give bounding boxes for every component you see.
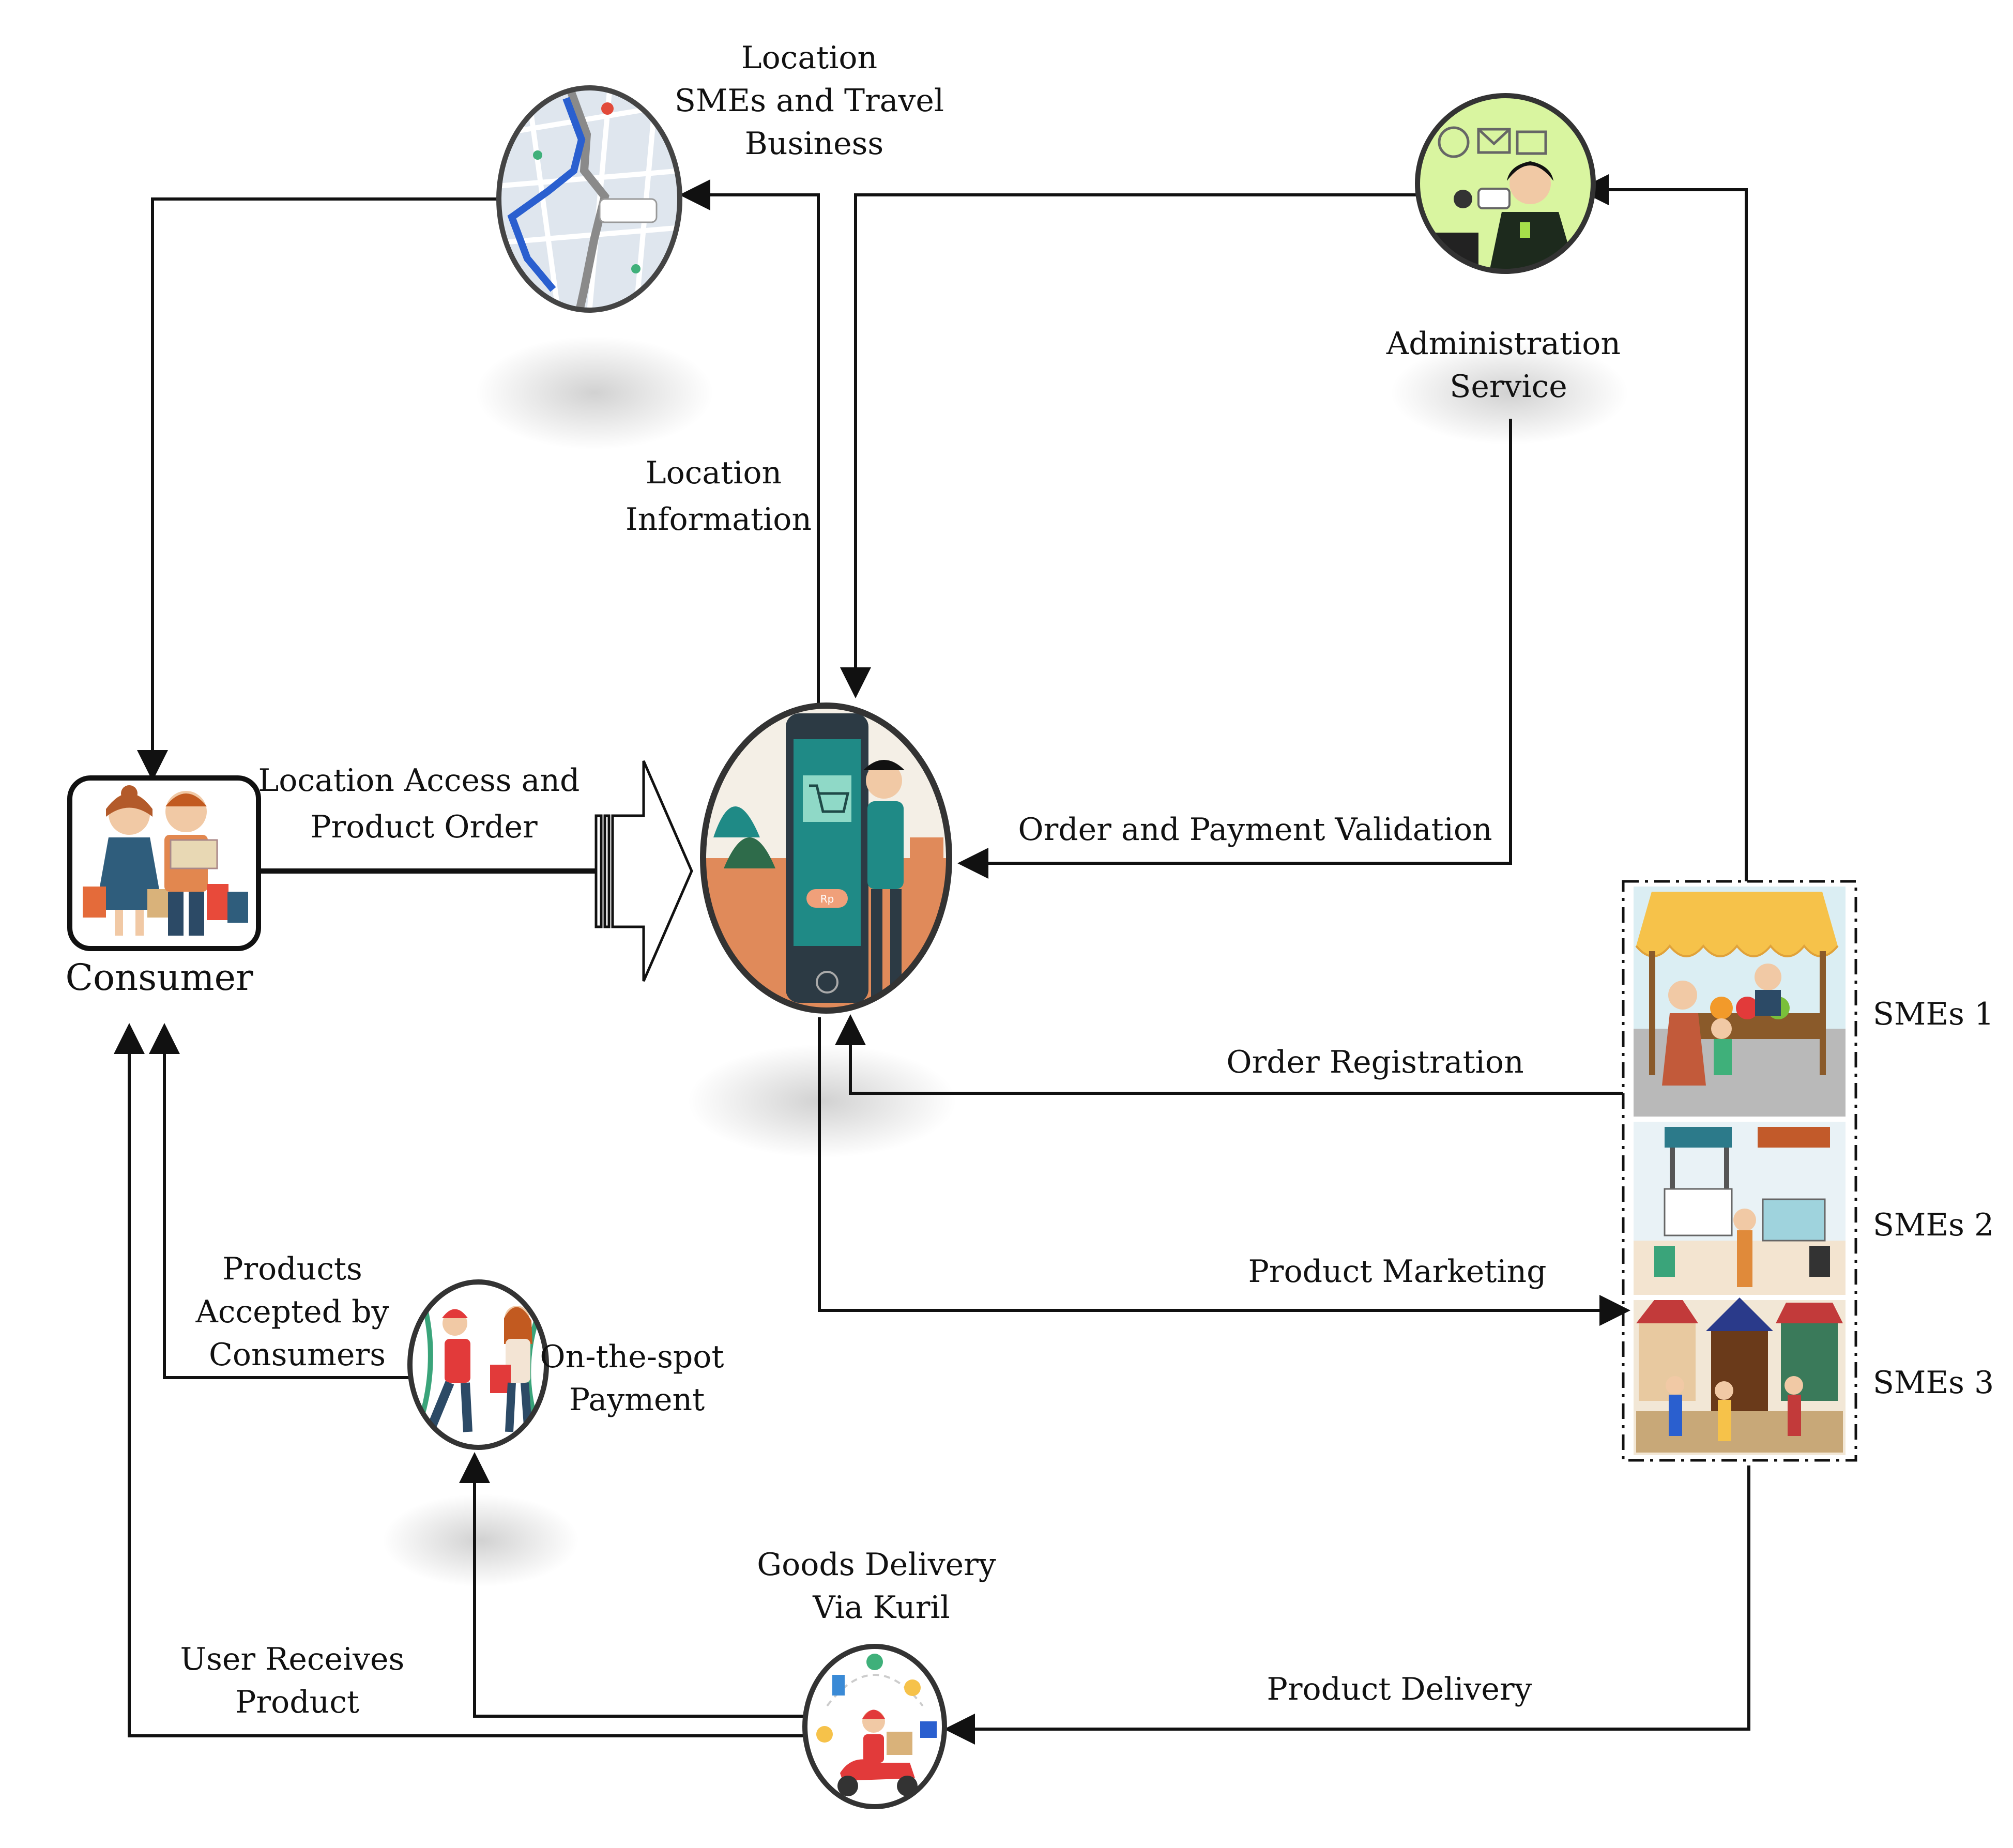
payment-node	[407, 1279, 549, 1450]
edge-smes-to-app-registration	[835, 1014, 1623, 1095]
admin-label: Administration Service	[1386, 326, 1630, 405]
edge-payment-to-consumer	[149, 1023, 408, 1379]
smes-3-label: SMEs 3	[1873, 1365, 1994, 1401]
location-node	[496, 85, 682, 313]
app-node: Rp	[700, 702, 952, 1014]
edge-label-products-accepted: Products Accepted by Consumers	[195, 1251, 399, 1373]
map-icon	[499, 88, 680, 310]
market-stall-icon	[1634, 1297, 1846, 1455]
smes-1-label: SMEs 1	[1873, 996, 1994, 1032]
consumer-node	[67, 775, 261, 951]
edge-delivery-to-consumer	[114, 1023, 805, 1737]
edge-smes-to-delivery	[944, 1465, 1750, 1745]
edge-admin-to-app-validation	[957, 419, 1512, 879]
market-stall-icon	[1634, 1122, 1846, 1295]
edge-app-to-smes-marketing	[818, 1017, 1630, 1326]
delivery-node	[802, 1644, 947, 1809]
edge-label-user-receives: User Receives Product	[180, 1641, 415, 1720]
edge-label-product-marketing: Product Marketing	[1248, 1254, 1546, 1290]
payment-label: On-the-spot Payment	[540, 1339, 734, 1418]
edge-label-location-information: Location Information	[626, 455, 812, 538]
edge-label-location-access: Location Access and Product Order	[258, 762, 589, 845]
edge-smes-to-admin	[1578, 174, 1748, 881]
svg-text:Rp: Rp	[820, 893, 834, 905]
handover-payment-icon	[410, 1282, 546, 1447]
edge-app-to-location	[679, 179, 820, 708]
admin-node	[1415, 93, 1596, 274]
edge-label-order-registration: Order Registration	[1226, 1044, 1523, 1080]
delivery-label: Goods Delivery Via Kuril	[757, 1547, 1006, 1626]
admin-shadow	[1391, 341, 1628, 445]
shoppers-icon	[83, 785, 248, 936]
support-agent-icon	[1417, 96, 1593, 271]
smes-2-label: SMEs 2	[1873, 1207, 1994, 1243]
app-shadow	[688, 1044, 956, 1158]
location-shadow	[476, 336, 713, 450]
consumer-label: Consumer	[65, 956, 253, 999]
edge-delivery-to-payment	[459, 1452, 805, 1718]
courier-scooter-icon	[805, 1646, 944, 1807]
market-stall-icon	[1634, 887, 1846, 1117]
smes-group	[1622, 880, 1857, 1462]
edge-label-order-payment-validation: Order and Payment Validation	[1018, 812, 1492, 848]
edge-consumer-to-app	[258, 760, 693, 982]
location-label: Location SMEs and Travel Business	[675, 40, 954, 162]
edge-label-product-delivery: Product Delivery	[1267, 1671, 1532, 1707]
payment-shadow	[383, 1494, 579, 1587]
edge-location-to-consumer	[137, 197, 499, 781]
edge-admin-to-app	[840, 193, 1416, 698]
